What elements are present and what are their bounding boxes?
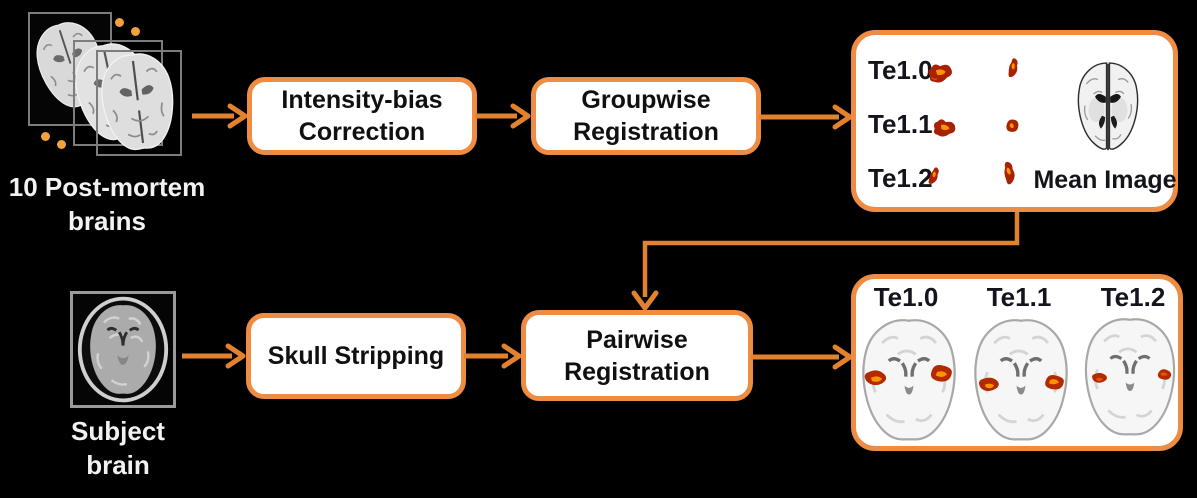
subject-brain-label: Subject brain [40, 414, 196, 482]
flow-arrow-pairwise-to-output [751, 344, 853, 370]
skull-stripping-box: Skull Stripping [246, 313, 466, 399]
result-brain-te10 [862, 319, 956, 441]
subject-brain-label-line1: Subject [71, 416, 165, 446]
ellipsis-dot [115, 18, 124, 27]
ellipsis-dot [131, 27, 140, 36]
flow-arrow-subject-to-skull [182, 343, 246, 369]
result-brain-te11 [974, 319, 1068, 441]
pairwise-col-label-te12: Te1.2 [1100, 282, 1166, 312]
flow-arrow-groupwise-to-output [759, 104, 853, 130]
groupwise-box-label-line1: Groupwise [581, 86, 711, 114]
heat-blob [1004, 161, 1015, 185]
pairwise-col-label-te11: Te1.1 [986, 282, 1052, 312]
subject-brain-label-line2: brain [86, 450, 150, 480]
flow-arrow-postmortem-to-intensity [192, 103, 248, 129]
groupwise-row-label-te10: Te1.0 [868, 55, 933, 85]
heat-blob [1008, 58, 1018, 78]
postmortem-brain-3 [101, 53, 174, 151]
groupwise-row-label-te12: Te1.2 [868, 163, 933, 193]
heat-blob [928, 167, 939, 184]
groupwise-box-label-line2: Registration [573, 118, 719, 146]
postmortem-brains-label-line2: brains [67, 206, 147, 236]
groupwise-row-label-te11: Te1.1 [868, 109, 933, 139]
intensity-box-label-line1: Intensity-bias [281, 86, 443, 114]
connector-output-to-pairwise [631, 212, 1020, 311]
skull-box-label: Skull Stripping [267, 342, 445, 370]
postmortem-brains-label-line1: 10 Post-mortem [8, 172, 206, 202]
pairwise-box-label-line1: Pairwise [586, 325, 688, 354]
flow-arrow-intensity-to-groupwise [475, 103, 531, 129]
heat-blob [928, 64, 952, 83]
mean-image-brain [1077, 62, 1139, 151]
intensity-box-label-line2: Correction [298, 118, 426, 146]
ellipsis-dot [41, 132, 50, 141]
pairwise-registration-box: Pairwise Registration [521, 310, 753, 401]
postmortem-frame-3 [96, 50, 182, 156]
flow-arrow-skull-to-pairwise [464, 343, 522, 369]
result-brain-te12 [1084, 318, 1176, 436]
mean-image-label: Mean Image [1033, 166, 1177, 194]
postmortem-brains-label: 10 Post-mortem brains [0, 170, 214, 238]
pairwise-col-label-te10: Te1.0 [873, 282, 939, 312]
groupwise-registration-box: Groupwise Registration [531, 77, 761, 155]
heat-blob [1006, 119, 1019, 132]
ellipsis-dot [57, 140, 66, 149]
heat-blob [933, 119, 956, 137]
pairwise-box-label-line2: Registration [564, 357, 710, 386]
intensity-bias-correction-box: Intensity-bias Correction [247, 77, 477, 155]
subject-brain [77, 296, 169, 403]
